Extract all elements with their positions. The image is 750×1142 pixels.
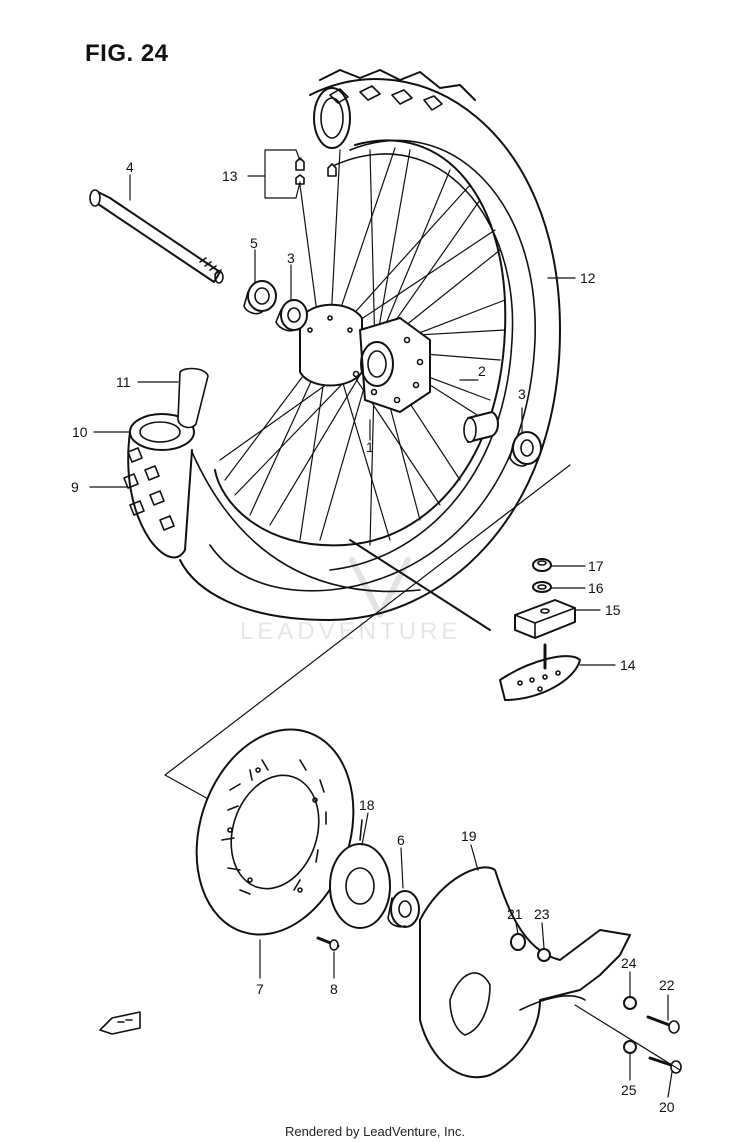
callout-22: 22: [659, 977, 675, 993]
tire: [179, 69, 561, 621]
callout-5: 5: [250, 235, 258, 251]
spacer-2: [463, 411, 499, 443]
guard-assembly-line: [574, 1004, 681, 1071]
axle: [89, 189, 224, 284]
disc-bolt-8: [316, 936, 340, 951]
callout-11: 11: [116, 374, 131, 390]
bolt-22: [646, 1015, 680, 1034]
callout-18: 18: [359, 797, 375, 813]
assembly-line: [164, 464, 571, 801]
callout-16: 16: [588, 580, 604, 596]
figure-title: FIG. 24: [85, 40, 169, 67]
collar-23: [537, 948, 551, 962]
brake-disc-7: [195, 728, 355, 936]
rim: [214, 139, 507, 547]
washer-24: [623, 996, 637, 1010]
front-arrow-icon: [99, 1011, 141, 1035]
callout-1: 1: [366, 439, 374, 455]
callout-3-left: 3: [287, 250, 295, 266]
grommet-21: [510, 933, 526, 951]
plate-18: [329, 819, 391, 929]
callout-6: 6: [397, 832, 405, 848]
callout-8: 8: [330, 981, 338, 997]
watermark-logo: [349, 557, 411, 618]
disc-guard-19: [419, 866, 631, 1079]
callout-19: 19: [461, 828, 477, 844]
callout-23: 23: [534, 906, 550, 922]
bearing-3-left: [275, 299, 308, 332]
callout-10: 10: [72, 424, 88, 440]
nut-17: [532, 558, 552, 572]
callout-24: 24: [621, 955, 637, 971]
rim-lock-block-15: [514, 599, 576, 639]
callout-21: 21: [507, 906, 523, 922]
watermark-text: LEADVENTURE: [240, 618, 462, 645]
spoke-long: [349, 539, 491, 631]
washer-16: [532, 581, 552, 593]
leader-lines: [89, 149, 673, 1098]
callout-2: 2: [478, 363, 486, 379]
bearing-5: [243, 280, 277, 315]
callout-12: 12: [580, 270, 596, 286]
callout-15: 15: [605, 602, 621, 618]
callout-25: 25: [621, 1082, 637, 1098]
bolt-20: [648, 1056, 682, 1074]
spoke-nipple-13: [295, 157, 337, 185]
callout-9: 9: [71, 479, 79, 495]
callout-20: 20: [659, 1099, 675, 1115]
hub: [299, 303, 431, 413]
collar-6: [387, 890, 420, 928]
washer-25: [623, 1040, 637, 1054]
footer-credit: Rendered by LeadVenture, Inc.: [285, 1124, 465, 1139]
tire-section-cut: [123, 367, 421, 593]
callout-7: 7: [256, 981, 264, 997]
callout-13: 13: [222, 168, 238, 184]
callout-14: 14: [620, 657, 636, 673]
callout-3-right: 3: [518, 386, 526, 402]
rim-lock-plate-14: [499, 643, 581, 701]
callout-17: 17: [588, 558, 604, 574]
bearing-3-right: [509, 431, 542, 467]
callout-4: 4: [126, 159, 134, 175]
